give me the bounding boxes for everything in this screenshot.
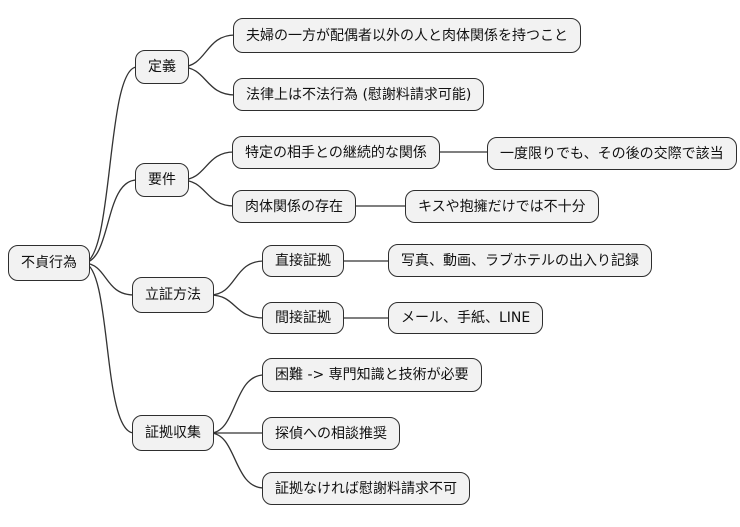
node-evidence-collection: 証拠収集 (132, 415, 214, 451)
node-definition-detail: 夫婦の一方が配偶者以外の人と肉体関係を持つこと (233, 18, 581, 53)
connector-root-proof-methods (83, 262, 135, 296)
node-indirect-evidence: 間接証拠 (262, 302, 344, 334)
node-proof-methods: 立証方法 (132, 277, 214, 313)
node-photo-video-records: 写真、動画、ラブホテルの出入り記録 (388, 244, 652, 277)
connector-root-definition (83, 66, 138, 264)
connector-proof-indirect (209, 294, 265, 319)
node-detective-consultation: 探偵への相談推奨 (262, 417, 400, 450)
connector-definition-child1 (180, 34, 236, 68)
connector-definition-child2 (180, 66, 236, 96)
connector-root-evidence-collection (83, 262, 135, 434)
node-kiss-insufficient: キスや抱擁だけでは不十分 (405, 190, 599, 223)
node-physical-relationship: 肉体関係の存在 (232, 190, 356, 223)
node-no-evidence-no-claim: 証拠なければ慰謝料請求不可 (262, 472, 470, 505)
node-requirements: 要件 (135, 163, 189, 197)
connector-proof-direct (209, 260, 265, 296)
node-difficulty-expertise: 困難 -> 専門知識と技術が必要 (262, 358, 482, 392)
connector-evidence-difficulty (209, 374, 265, 434)
node-direct-evidence: 直接証拠 (262, 245, 344, 277)
connector-root-requirements (83, 179, 138, 264)
connector-evidence-noproof (209, 432, 265, 489)
node-root-infidelity: 不貞行為 (8, 245, 90, 281)
node-definition: 定義 (135, 50, 189, 84)
node-mail-letter-line: メール、手紙、LINE (388, 302, 544, 334)
node-onetime-applicable: 一度限りでも、その後の交際で該当 (487, 137, 737, 170)
node-definition-legal: 法律上は不法行為 (慰謝料請求可能) (233, 78, 485, 111)
node-continuous-relationship: 特定の相手との継続的な関係 (232, 136, 440, 169)
